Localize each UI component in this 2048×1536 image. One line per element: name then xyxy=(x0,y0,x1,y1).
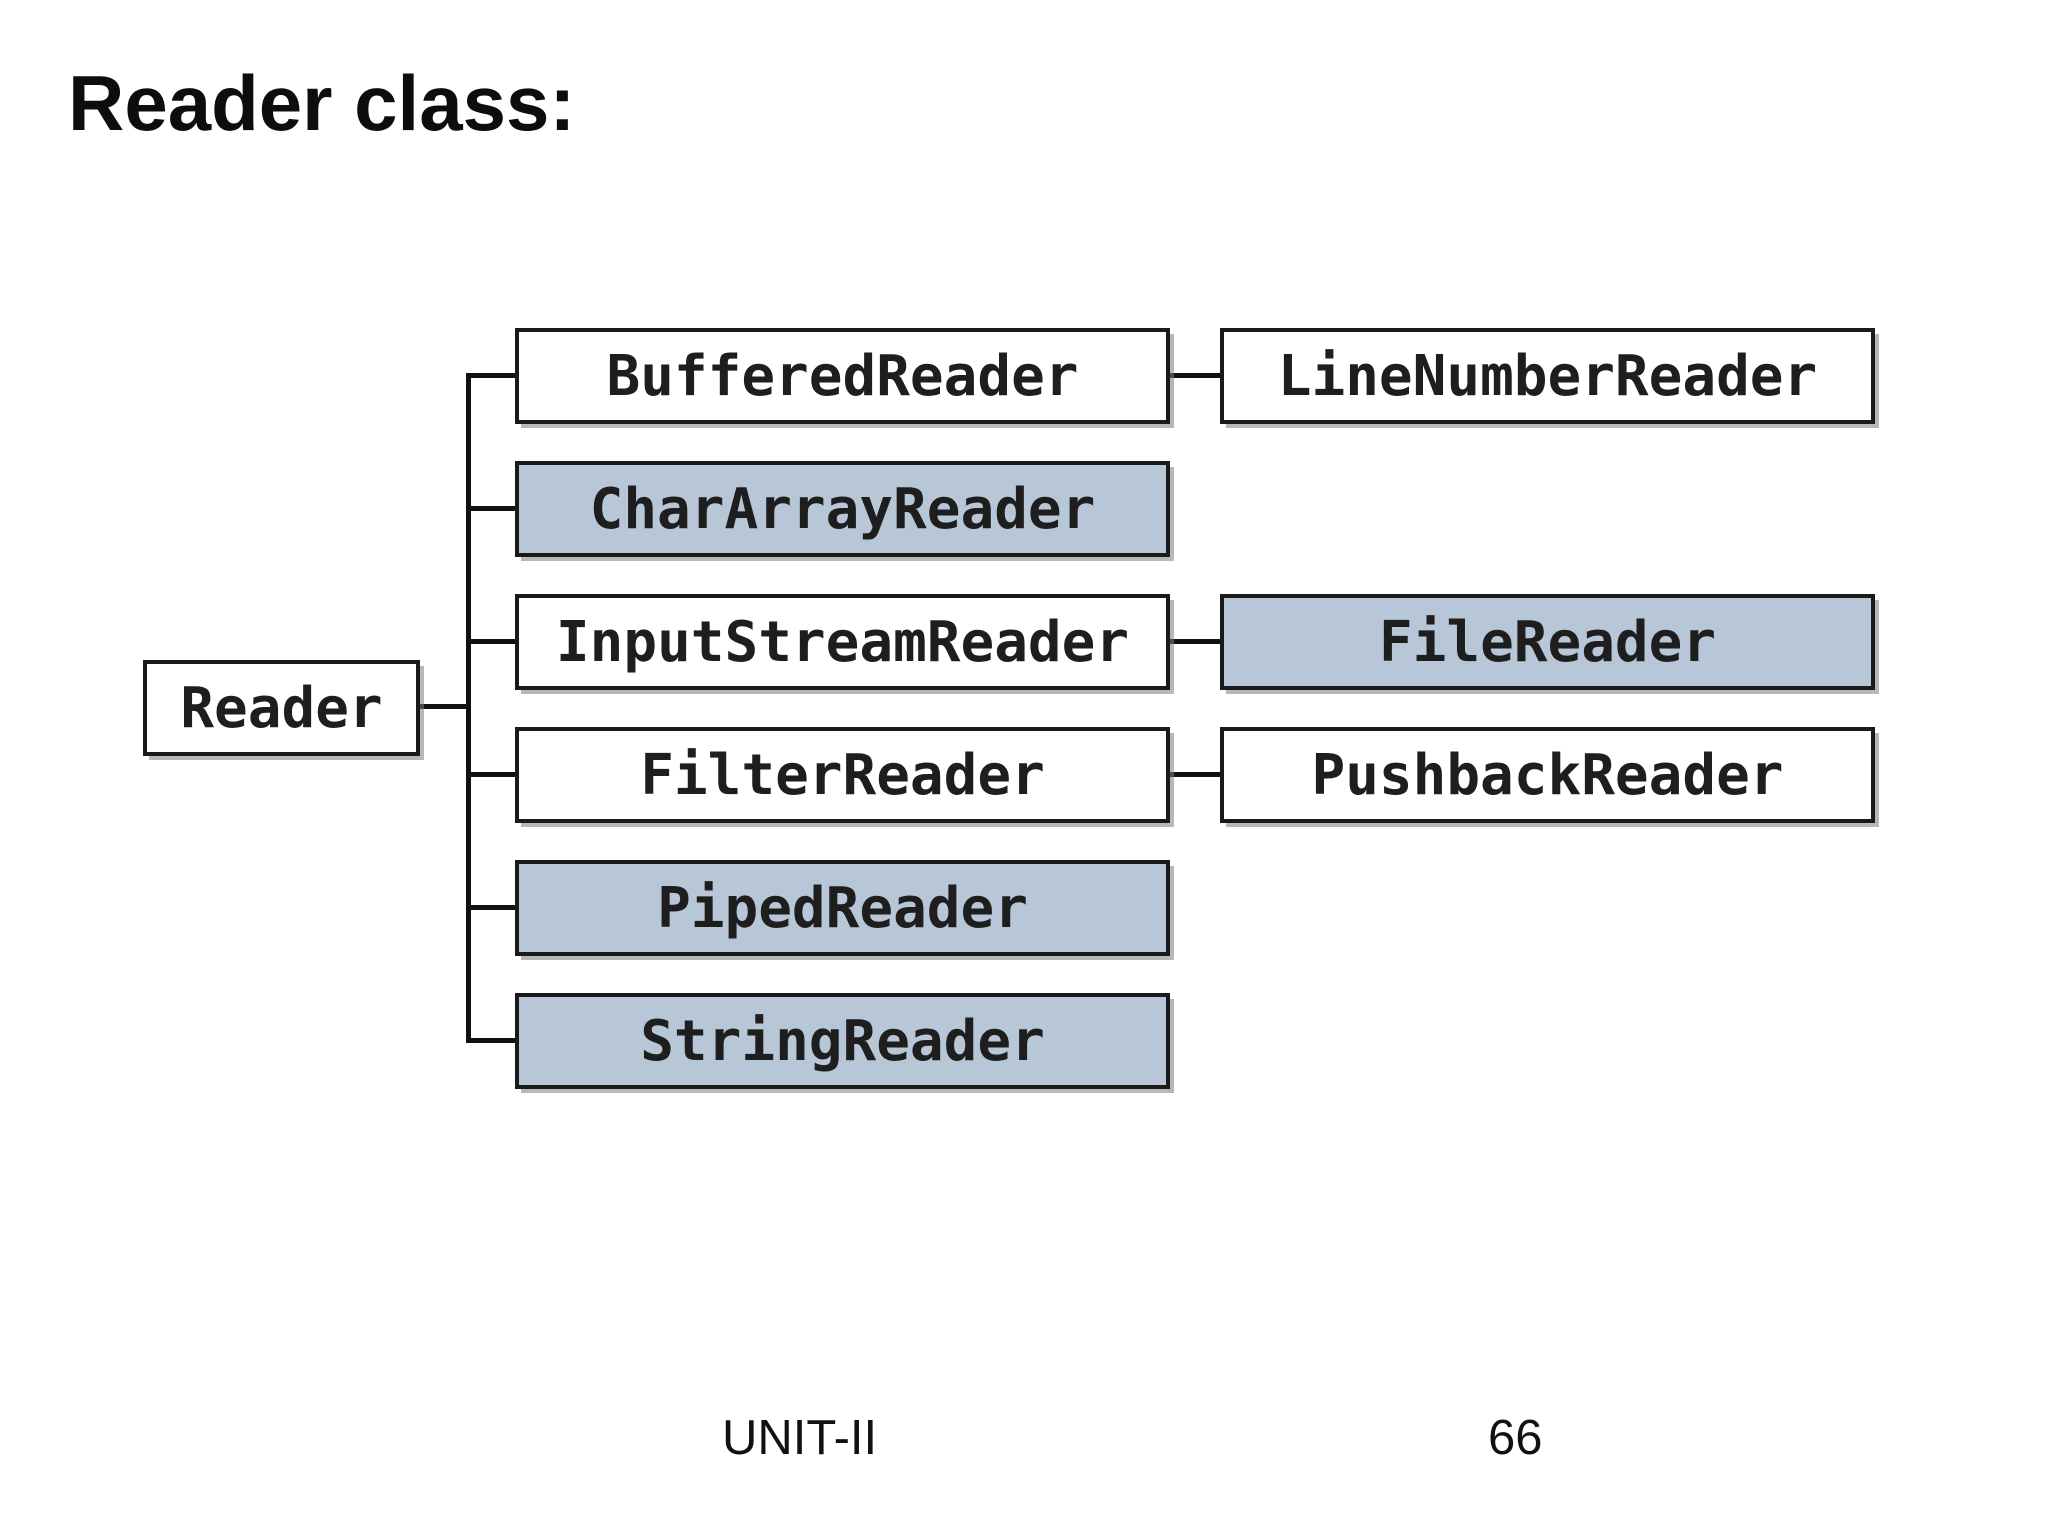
class-box-stringreader: StringReader xyxy=(515,993,1170,1089)
connector-stub-inputstreamreader xyxy=(471,639,515,644)
class-box-filereader: FileReader xyxy=(1220,594,1875,690)
connector-root-to-spine xyxy=(420,704,470,709)
class-box-pipedreader: PipedReader xyxy=(515,860,1170,956)
connector-stub-stringreader xyxy=(471,1038,515,1043)
connector-stub-chararrayreader xyxy=(471,506,515,511)
class-box-filterreader: FilterReader xyxy=(515,727,1170,823)
class-box-bufferedreader: BufferedReader xyxy=(515,328,1170,424)
class-box-linenumberreader: LineNumberReader xyxy=(1220,328,1875,424)
class-box-pushbackreader: PushbackReader xyxy=(1220,727,1875,823)
page-title: Reader class: xyxy=(68,59,576,147)
class-box-inputstreamreader: InputStreamReader xyxy=(515,594,1170,690)
connector-buffered-to-linenumber xyxy=(1170,373,1220,378)
footer-page-number: 66 xyxy=(1488,1411,1543,1465)
class-box-chararrayreader: CharArrayReader xyxy=(515,461,1170,557)
connector-stub-filterreader xyxy=(471,772,515,777)
connector-spine xyxy=(466,373,471,1043)
footer-section-label: UNIT-II xyxy=(722,1411,878,1465)
connector-stub-pipedreader xyxy=(471,905,515,910)
connector-filter-to-pushback xyxy=(1170,772,1220,777)
connector-stub-bufferedreader xyxy=(471,373,515,378)
connector-inputstream-to-filereader xyxy=(1170,639,1220,644)
class-box-reader: Reader xyxy=(143,660,420,756)
